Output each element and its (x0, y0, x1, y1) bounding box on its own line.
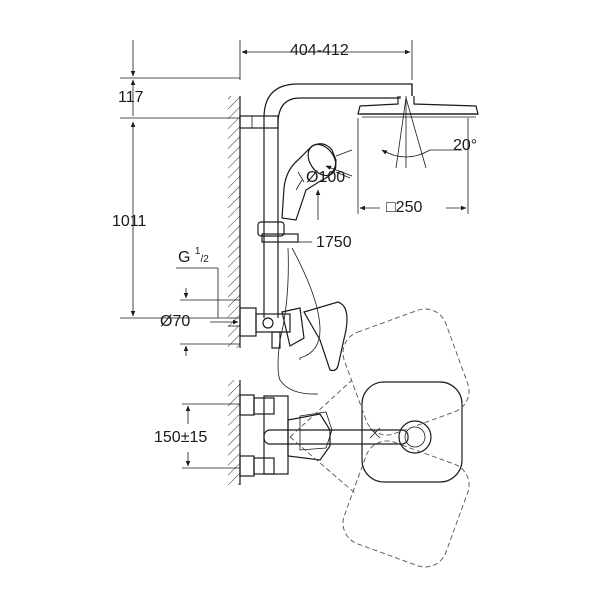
square-symbol-icon: □ (386, 199, 396, 216)
wall-lower (228, 380, 241, 485)
label-hose-length: 1750 (316, 234, 352, 251)
mixer-plan (239, 381, 463, 483)
label-head-size: □250 (386, 200, 422, 216)
dim-centres (182, 403, 240, 469)
label-flange-diameter: Ø70 (160, 313, 191, 330)
dim-top-offset (120, 40, 240, 119)
dim-connection (176, 267, 240, 356)
head-size-value: 250 (395, 199, 423, 216)
dim-hand-shower (315, 165, 353, 220)
dim-height (120, 121, 228, 319)
label-hand-shower-diameter: Ø100 (306, 169, 346, 186)
riser-pipe (239, 83, 413, 318)
tilt-indicator (381, 96, 462, 169)
dim-head-size (357, 118, 469, 214)
wall-upper (228, 96, 241, 348)
thread-denominator: 2 (203, 254, 209, 265)
hand-shower (281, 143, 353, 221)
dim-arm-length (239, 40, 413, 80)
rotation-positions (289, 308, 470, 568)
label-tilt-angle: 20° (453, 137, 478, 154)
thread-numerator: 1 (194, 246, 201, 257)
hose (277, 241, 321, 395)
label-centres: 150±15 (154, 429, 208, 446)
label-height: 1011 (112, 213, 147, 230)
mixer-upper (228, 301, 348, 372)
label-top-offset: 117 (118, 89, 144, 106)
label-arm-length: 404-412 (290, 42, 349, 59)
thread-letter: G (178, 249, 191, 266)
label-thread: G 1/2 (178, 246, 209, 266)
head-shower (357, 96, 479, 118)
